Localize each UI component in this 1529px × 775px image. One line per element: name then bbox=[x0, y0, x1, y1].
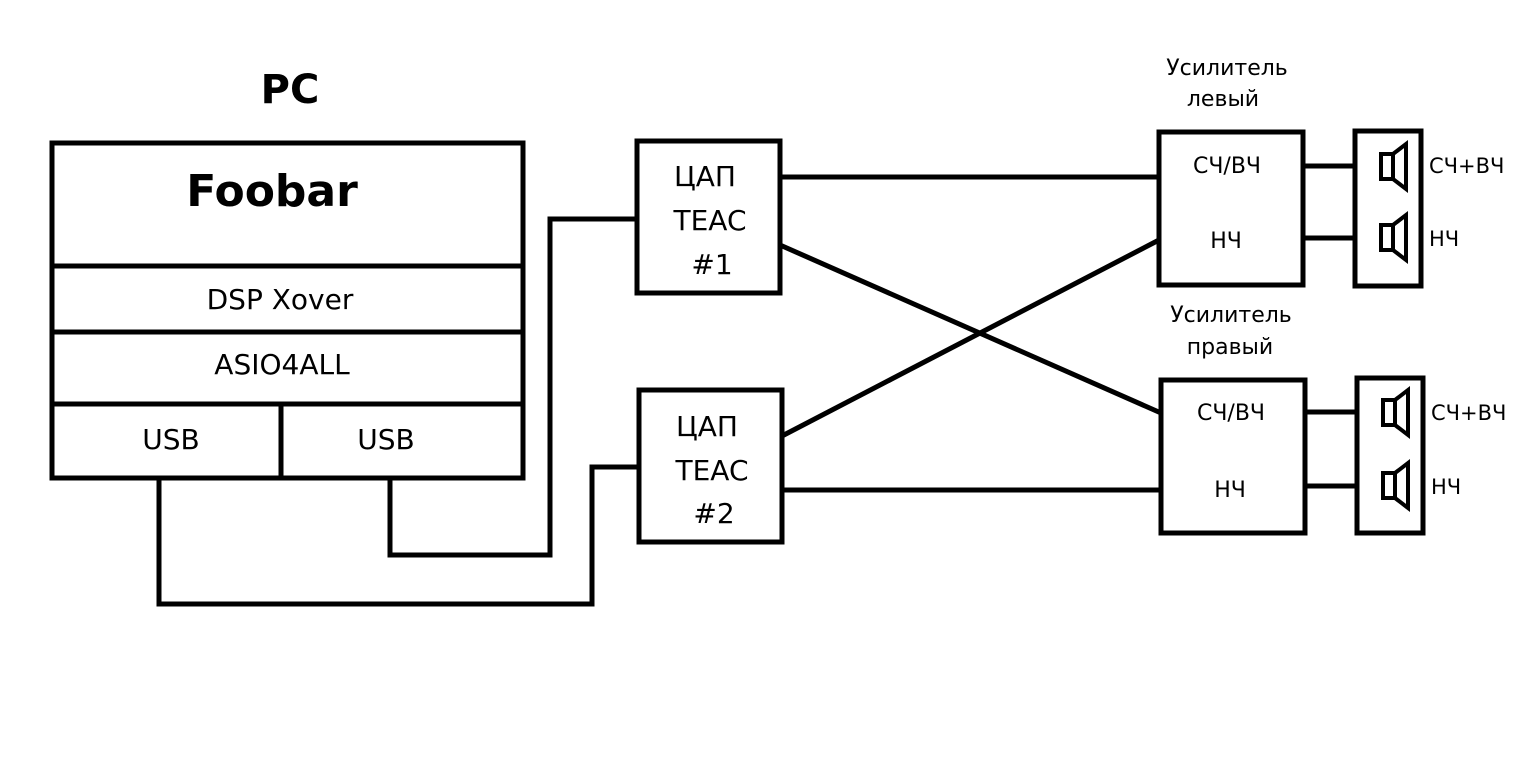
usb-cable-dac2 bbox=[156, 464, 637, 607]
speaker-left-high-label: СЧ+ВЧ bbox=[1429, 154, 1504, 178]
dac-2-line3: #2 bbox=[693, 497, 734, 530]
amp-right: Усилитель правый СЧ/ВЧ НЧ bbox=[1158, 303, 1308, 536]
dac-1-line3: #1 bbox=[691, 248, 732, 281]
speaker-right: СЧ+ВЧ НЧ bbox=[1305, 375, 1506, 536]
amp-right-frame bbox=[1158, 377, 1308, 536]
dac-1: ЦАП TEAC #1 bbox=[634, 138, 783, 296]
usb-port-1-label: USB bbox=[142, 423, 199, 456]
amp-right-title1: Усилитель bbox=[1170, 303, 1292, 328]
speaker-icon bbox=[1379, 210, 1408, 265]
foobar-label: Foobar bbox=[186, 166, 358, 217]
speaker-icon bbox=[1379, 139, 1408, 194]
dac-1-line2: TEAC bbox=[672, 204, 746, 237]
dac-2-frame bbox=[636, 387, 785, 545]
amp-left-high: СЧ/ВЧ bbox=[1193, 154, 1261, 179]
amp-right-high: СЧ/ВЧ bbox=[1197, 401, 1265, 426]
asio4all-label: ASIO4ALL bbox=[214, 348, 350, 381]
amp-left-frame bbox=[1156, 129, 1306, 288]
amp-left-title2: левый bbox=[1187, 87, 1259, 112]
dsp-xover-label: DSP Xover bbox=[207, 283, 354, 316]
speaker-icon bbox=[1381, 385, 1410, 440]
speaker-right-low-label: НЧ bbox=[1431, 475, 1461, 499]
amp-right-low: НЧ bbox=[1214, 478, 1246, 503]
usb-cable-dac1 bbox=[387, 216, 637, 558]
amp-left-low: НЧ bbox=[1210, 229, 1242, 254]
amp-left: Усилитель левый СЧ/ВЧ НЧ bbox=[1156, 56, 1306, 288]
dac-2-line2: TEAC bbox=[674, 454, 748, 487]
speaker-left: СЧ+ВЧ НЧ bbox=[1303, 128, 1504, 289]
pc-frame bbox=[49, 140, 526, 481]
speaker-right-high-label: СЧ+ВЧ bbox=[1431, 401, 1506, 425]
amp-left-title1: Усилитель bbox=[1166, 56, 1288, 81]
dac-2: ЦАП TEAC #2 bbox=[636, 387, 785, 545]
dac-2-line1: ЦАП bbox=[676, 410, 738, 443]
pc-block: PC Foobar DSP Xover ASIO4ALL USB USB bbox=[49, 67, 526, 481]
dac-1-frame bbox=[634, 138, 783, 296]
wire-dac2-amp-left-low bbox=[780, 237, 1161, 439]
usb-port-2-label: USB bbox=[357, 423, 414, 456]
speaker-icon bbox=[1381, 458, 1410, 513]
speaker-left-low-label: НЧ bbox=[1429, 227, 1459, 251]
amp-right-title2: правый bbox=[1187, 335, 1273, 360]
wire-dac1-amp-right-high bbox=[778, 242, 1163, 416]
pc-title: PC bbox=[261, 67, 320, 113]
dac-1-line1: ЦАП bbox=[674, 160, 736, 193]
